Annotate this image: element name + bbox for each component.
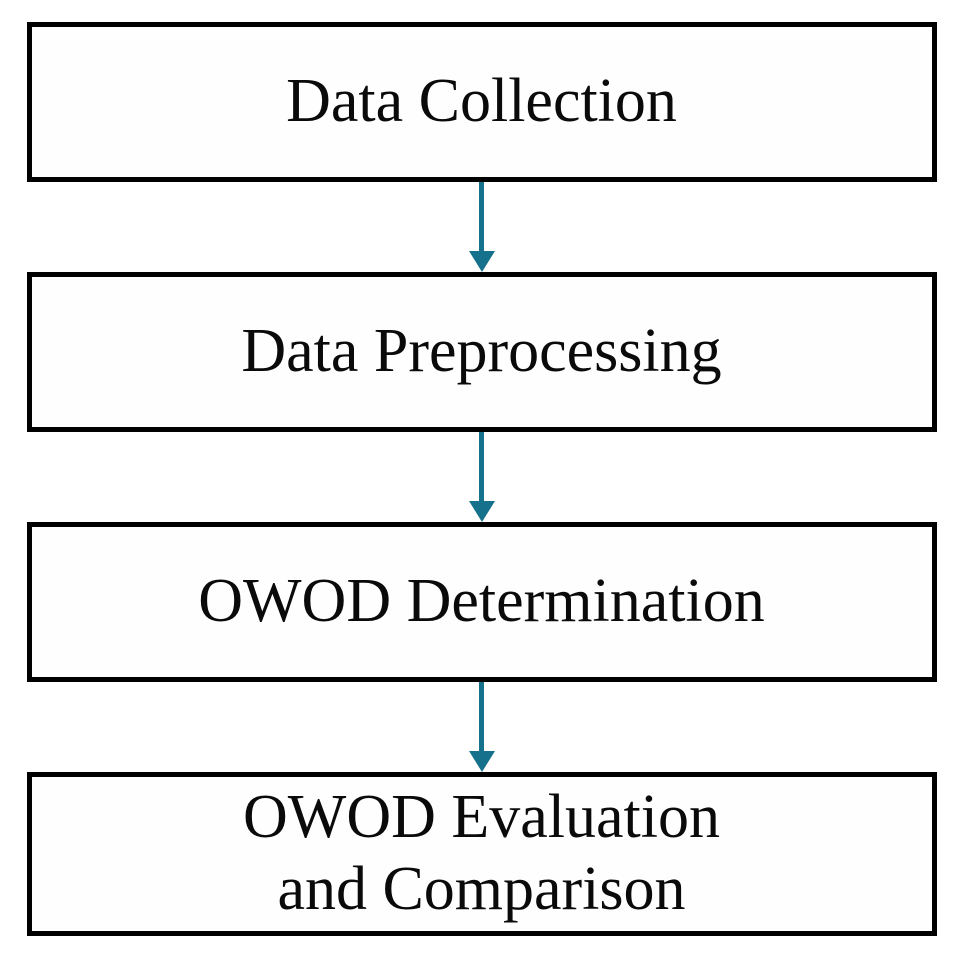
flow-node-owod-evaluation-and-comparison: OWOD Evaluation and Comparison (26, 772, 937, 936)
flow-node-label: OWOD Determination (198, 567, 765, 636)
arrow-shaft (479, 182, 484, 252)
arrow-head-down-icon (468, 751, 495, 772)
arrow-head-down-icon (468, 501, 495, 522)
flow-arrow-3 (468, 682, 495, 772)
flow-node-owod-determination: OWOD Determination (26, 522, 937, 682)
flow-node-data-collection: Data Collection (26, 22, 937, 182)
flow-arrow-2 (468, 432, 495, 522)
flow-arrow-1 (468, 182, 495, 272)
flow-node-data-preprocessing: Data Preprocessing (26, 272, 937, 432)
flow-node-label-line-2: and Comparison (277, 855, 686, 923)
flow-node-label-line-1: OWOD Evaluation (243, 783, 720, 852)
arrow-head-down-icon (468, 251, 495, 272)
arrow-shaft (479, 682, 484, 752)
flow-node-label: Data Collection (286, 67, 677, 136)
flow-node-label: Data Preprocessing (241, 317, 722, 386)
arrow-shaft (479, 432, 484, 502)
